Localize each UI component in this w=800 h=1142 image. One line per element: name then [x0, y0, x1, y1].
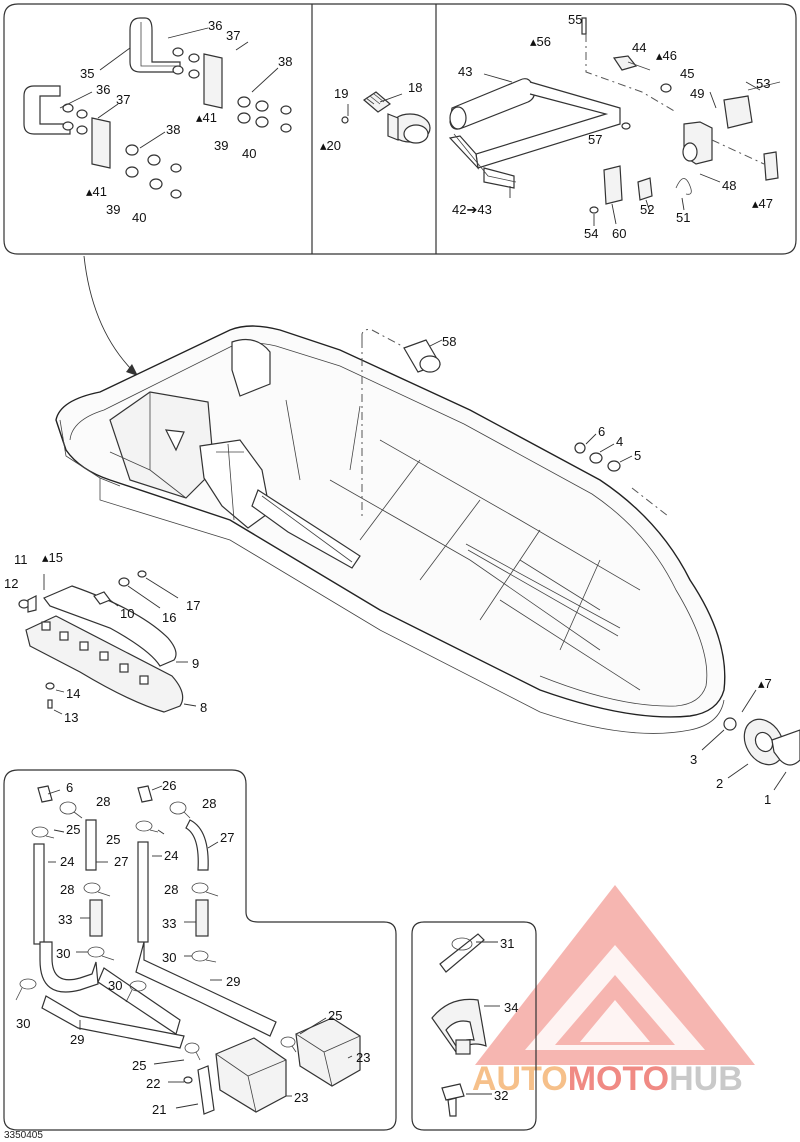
part-label-49: 49	[690, 86, 704, 101]
part-label-42-43: 42➔43	[452, 202, 492, 217]
part-label-48: 48	[722, 178, 736, 193]
part-label-1: 1	[764, 792, 771, 807]
part-label-36: 36	[208, 18, 222, 33]
part-label-27: 27	[220, 830, 234, 845]
part-label-25: 25	[132, 1058, 146, 1073]
svg-text:AUTOMOTOHUB: AUTOMOTOHUB	[472, 1060, 743, 1098]
part-label-58: 58	[442, 334, 456, 349]
watermark-logo: AUTOMOTOHUB	[472, 885, 755, 1098]
part-label-33: 33	[162, 916, 176, 931]
drain-plug	[403, 339, 443, 373]
part-label-14: 14	[66, 686, 80, 701]
hull	[55, 325, 726, 734]
part-label-56: ▴56	[530, 34, 551, 49]
part-label-39: 39	[214, 138, 228, 153]
part-label-28: 28	[164, 882, 178, 897]
part-label-2: 2	[716, 776, 723, 791]
part-label-33: 33	[58, 912, 72, 927]
part-label-7: ▴7	[758, 676, 772, 691]
part-label-47: ▴47	[752, 196, 773, 211]
part-label-32: 32	[494, 1088, 508, 1103]
part-label-6: 6	[598, 424, 605, 439]
part-label-29: 29	[70, 1032, 84, 1047]
part-label-20: ▴20	[320, 138, 341, 153]
part-label-30: 30	[108, 978, 122, 993]
part-label-23: 23	[294, 1090, 308, 1105]
part-label-51: 51	[676, 210, 690, 225]
part-label-30: 30	[162, 950, 176, 965]
part-label-29: 29	[226, 974, 240, 989]
fitting-assembly	[341, 91, 431, 144]
part-label-28: 28	[60, 882, 74, 897]
part-label-19: 19	[334, 86, 348, 101]
part-label-10: 10	[120, 606, 134, 621]
part-label-3: 3	[690, 752, 697, 767]
detail-frames	[3, 3, 797, 1131]
part-label-17: 17	[186, 598, 200, 613]
part-label-60: 60	[612, 226, 626, 241]
part-label-21: 21	[152, 1102, 166, 1117]
part-label-44: 44	[632, 40, 646, 55]
part-label-25: 25	[66, 822, 80, 837]
part-label-9: 9	[192, 656, 199, 671]
part-label-16: 16	[162, 610, 176, 625]
handle-bracket-assembly	[23, 17, 292, 199]
part-label-40: 40	[132, 210, 146, 225]
part-label-37: 37	[116, 92, 130, 107]
part-label-37: 37	[226, 28, 240, 43]
hose-assembly	[15, 785, 361, 1115]
part-label-25: 25	[328, 1008, 342, 1023]
part-label-31: 31	[500, 936, 514, 951]
part-label-36: 36	[96, 82, 110, 97]
part-labels: 36 37 35 38 36 37 ▴41 38 39 40 ▴41 39 40…	[4, 12, 773, 1117]
part-label-34: 34	[504, 1000, 518, 1015]
part-label-35: 35	[80, 66, 94, 81]
part-label-30: 30	[16, 1016, 30, 1031]
part-label-4: 4	[616, 434, 623, 449]
part-label-45: 45	[680, 66, 694, 81]
watermark-text-auto: AUTO	[472, 1060, 568, 1098]
part-label-40: 40	[242, 146, 256, 161]
part-label-22: 22	[146, 1076, 160, 1091]
part-label-46: ▴46	[656, 48, 677, 63]
part-label-18: 18	[408, 80, 422, 95]
part-label-26: 26	[162, 778, 176, 793]
part-label-13: 13	[64, 710, 78, 725]
part-label-54: 54	[584, 226, 598, 241]
part-label-55: 55	[568, 12, 582, 27]
part-label-57: 57	[588, 132, 602, 147]
part-label-28: 28	[202, 796, 216, 811]
bow-eye-assembly	[701, 689, 800, 791]
part-label-5: 5	[634, 448, 641, 463]
handle-pivot-assembly	[448, 17, 781, 226]
part-label-28: 28	[96, 794, 110, 809]
watermark-text-moto: MOTO	[568, 1060, 669, 1098]
part-label-27: 27	[114, 854, 128, 869]
part-label-11: 11	[14, 552, 28, 567]
part-label-24: 24	[60, 854, 74, 869]
part-label-24: 24	[164, 848, 178, 863]
figure-code: 3350405	[4, 1130, 43, 1141]
watermark-text-hub: HUB	[669, 1060, 743, 1098]
rub-rail-assembly	[18, 570, 197, 715]
part-label-38: 38	[278, 54, 292, 69]
clip-fastener-assembly	[431, 933, 500, 1117]
part-label-8: 8	[200, 700, 207, 715]
part-label-30: 30	[56, 946, 70, 961]
part-label-41: ▴41	[86, 184, 107, 199]
part-label-39: 39	[106, 202, 120, 217]
connection-arrow	[83, 255, 138, 376]
washer-stack	[574, 433, 633, 472]
part-label-43: 43	[458, 64, 472, 79]
part-label-25: 25	[106, 832, 120, 847]
part-label-38: 38	[166, 122, 180, 137]
part-label-52: 52	[640, 202, 654, 217]
part-label-12: 12	[4, 576, 18, 591]
part-label-15: ▴15	[42, 550, 63, 565]
part-label-53: 53	[756, 76, 770, 91]
part-label-23: 23	[356, 1050, 370, 1065]
part-label-6: 6	[66, 780, 73, 795]
part-label-41: ▴41	[196, 110, 217, 125]
